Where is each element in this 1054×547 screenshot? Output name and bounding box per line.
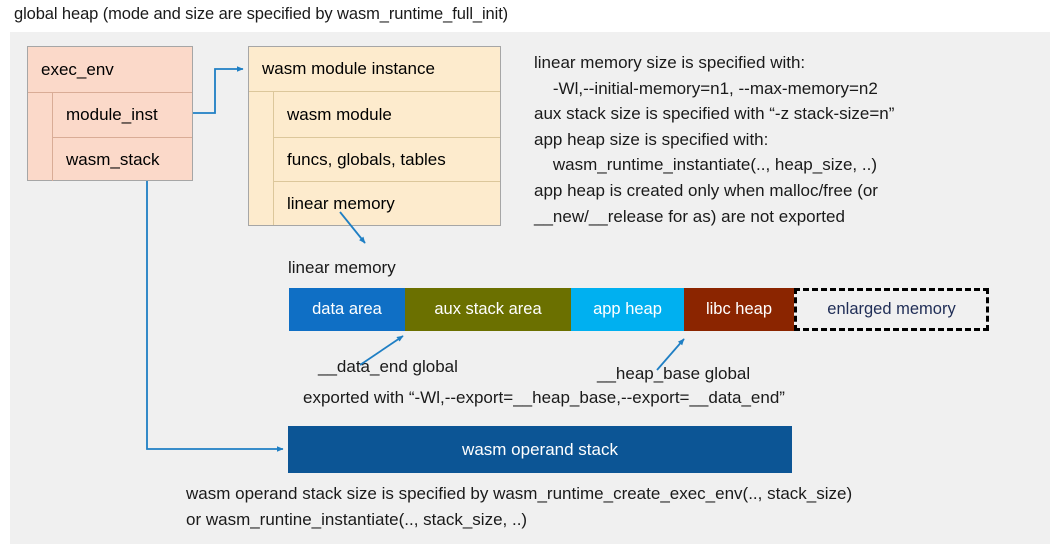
heap-base-annotation: __heap_base global bbox=[597, 364, 751, 383]
wasm-operand-stack-bar: wasm operand stack bbox=[288, 426, 792, 473]
operand-stack-info-text: wasm operand stack size is specified by … bbox=[186, 484, 853, 529]
exec-env-header: exec_env bbox=[28, 47, 192, 93]
module-instance-row-funcs-globals-tables: funcs, globals, tables bbox=[274, 137, 500, 181]
exec-env-box: exec_env module_inst wasm_stack bbox=[27, 46, 193, 181]
mem-segment-data-area: data area bbox=[289, 288, 405, 331]
module-instance-row-linear-memory: linear memory bbox=[274, 181, 500, 225]
data-end-annotation: __data_end global bbox=[318, 357, 458, 376]
mem-segment-aux-stack-area: aux stack area bbox=[405, 288, 571, 331]
module-instance-indent-column bbox=[249, 92, 274, 225]
module-instance-header: wasm module instance bbox=[249, 47, 500, 92]
mem-segment-enlarged-memory: enlarged memory bbox=[794, 288, 989, 331]
linear-memory-bar-label: linear memory bbox=[288, 258, 396, 277]
mem-segment-app-heap: app heap bbox=[571, 288, 684, 331]
linear-memory-bar: data area aux stack area app heap libc h… bbox=[289, 288, 989, 331]
exec-env-row-wasm-stack: wasm_stack bbox=[53, 137, 192, 181]
linear-memory-info-text: linear memory size is specified with: -W… bbox=[534, 53, 895, 226]
mem-segment-libc-heap: libc heap bbox=[684, 288, 794, 331]
exec-env-row-module-inst: module_inst bbox=[66, 105, 158, 124]
exec-env-indent-column bbox=[28, 93, 53, 181]
wasm-module-instance-box: wasm module instance wasm module funcs, … bbox=[248, 46, 501, 226]
page-title: global heap (mode and size are specified… bbox=[14, 5, 509, 23]
module-instance-row-wasm-module: wasm module bbox=[287, 104, 392, 124]
exported-with-annotation: exported with “-Wl,--export=__heap_base,… bbox=[303, 388, 785, 407]
